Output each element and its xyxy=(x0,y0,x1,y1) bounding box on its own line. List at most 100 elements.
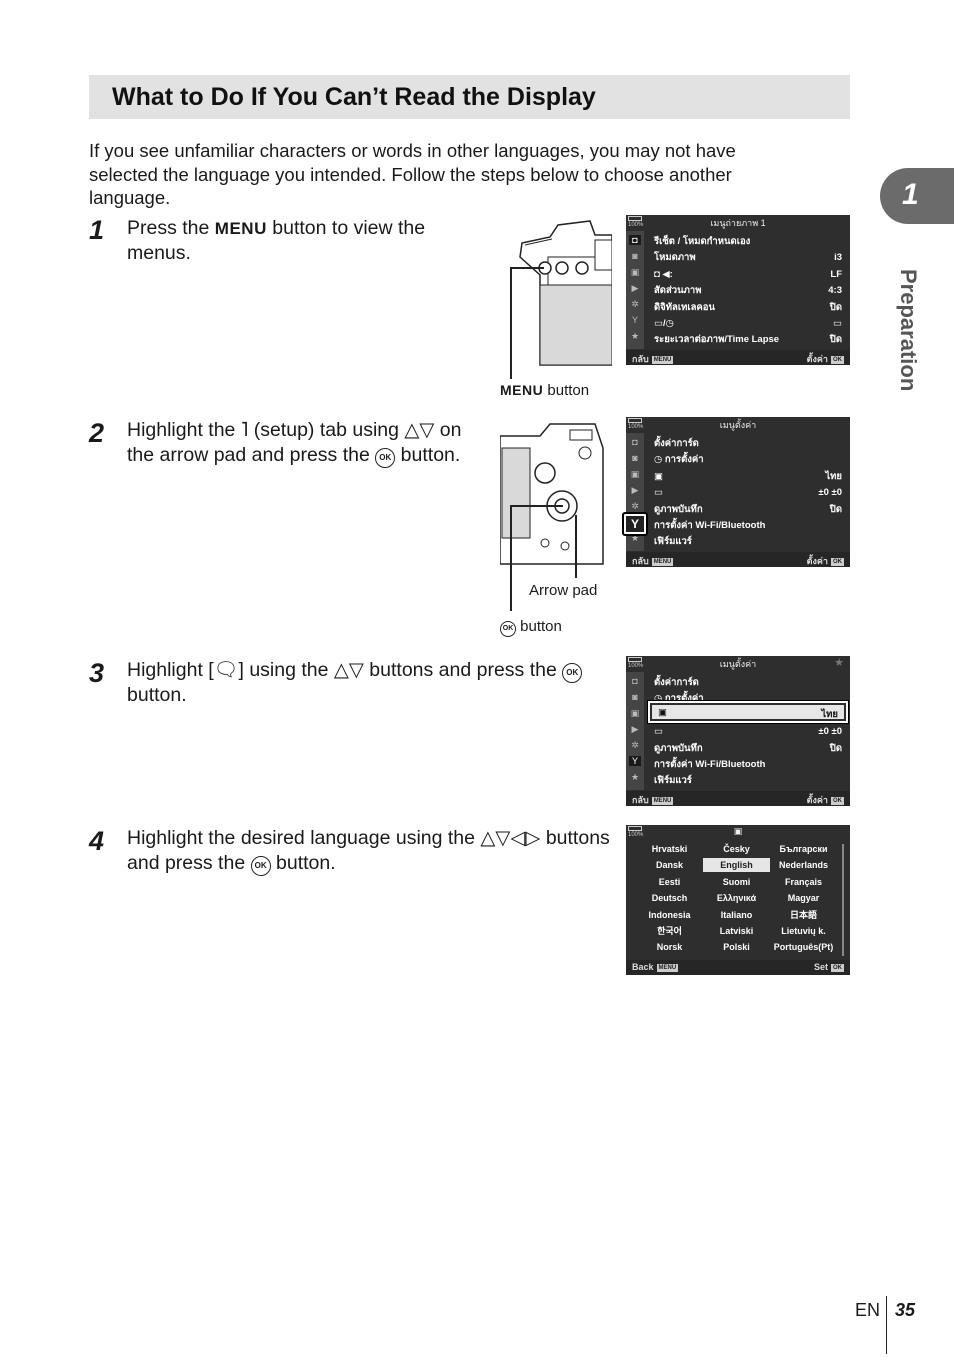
language-option[interactable]: Suomi xyxy=(722,876,751,887)
gear-icon: ✲ xyxy=(631,740,639,750)
callout-ok-icon: OK xyxy=(500,621,516,637)
ok-button-callout: OK button xyxy=(500,618,562,637)
step-4-post: button. xyxy=(270,852,336,874)
battery-icon xyxy=(628,826,642,831)
menu-tab-column: ◘ ◙ ▣ ▶ ✲ Y ★ xyxy=(626,672,644,790)
step-number-2: 2 xyxy=(89,418,105,448)
camera-icon: ◘ xyxy=(632,676,638,686)
gear-icon: ✲ xyxy=(631,501,639,511)
language-option[interactable]: Deutsch xyxy=(651,893,688,904)
star-icon: ★ xyxy=(630,533,640,543)
battery-icon xyxy=(628,216,642,221)
battery-icon xyxy=(628,657,642,662)
language-option[interactable]: English xyxy=(703,858,770,873)
menu-rows: ตั้งค่าการ์ด ◷ การตั้งค่า ▣ไทย ▭±0 ±0 ดู… xyxy=(654,436,844,551)
camera-top-illustration xyxy=(519,220,612,366)
language-option[interactable]: Ελληνικά xyxy=(716,893,757,904)
gear-icon: ✲ xyxy=(631,299,639,309)
chapter-number: 1 xyxy=(902,178,919,211)
battery-level: 100% xyxy=(628,424,644,430)
menu-row: การตั้งค่า Wi-Fi/Bluetooth xyxy=(654,519,766,531)
language-option[interactable]: Česky xyxy=(723,844,750,854)
language-row-highlight: ▣ ไทย xyxy=(647,700,849,724)
star-icon: ★ xyxy=(630,331,640,341)
menu-row: ▭±0 ±0 xyxy=(654,487,842,499)
video-icon: ▣ xyxy=(630,267,640,277)
wrench-icon: ˥ xyxy=(240,419,249,441)
menu-row: ดูภาพบันทึกปิด xyxy=(654,503,842,515)
star-icon: ★ xyxy=(630,772,640,782)
battery-level: 100% xyxy=(628,663,644,669)
menu-row: รีเซ็ต / โหมดกำหนดเอง xyxy=(654,236,751,247)
video-icon: ▣ xyxy=(630,708,640,718)
step-2-mid: (setup) tab using △▽ on the arrow pad an… xyxy=(127,419,462,466)
screen-title: เมนูตั้งค่า xyxy=(719,420,757,430)
language-option[interactable]: Polski xyxy=(723,942,750,953)
language-icon: ▣ xyxy=(658,707,667,718)
ok-icon: OK xyxy=(562,663,583,683)
callout-menu-text: button xyxy=(543,382,590,399)
chapter-label: Preparation xyxy=(896,269,921,392)
step-text-2: Highlight the ˥ (setup) tab using △▽ on … xyxy=(127,418,492,468)
language-option[interactable]: Dansk xyxy=(655,860,683,871)
step-1-post: button to view the menus. xyxy=(127,217,426,264)
menu-row: ◷ การตั้งค่า xyxy=(654,693,704,705)
language-option[interactable]: Latviski xyxy=(719,926,754,936)
screen-title: เมนูถ่ายภาพ 1 xyxy=(710,218,766,228)
language-option[interactable]: 日本語 xyxy=(789,909,817,920)
language-option[interactable]: Français xyxy=(784,876,823,887)
step-text-3: Highlight [🗨] using the △▽ buttons and p… xyxy=(127,658,607,708)
camera-icon: ◘ xyxy=(629,235,641,245)
language-option[interactable]: Português(Pt) xyxy=(773,942,834,953)
language-option[interactable]: Lietuvių k. xyxy=(781,926,826,936)
screen-shooting-menu: 100% เมนูถ่ายภาพ 1 ◘ ◙ ▣ ▶ ✲ Y ★ รีเซ็ต … xyxy=(626,215,850,365)
ok-icon: OK xyxy=(250,856,271,876)
setup-tab-highlight: Y xyxy=(622,512,648,536)
video-icon: ▣ xyxy=(630,469,640,479)
language-option[interactable]: Norsk xyxy=(656,942,683,953)
camera2-icon: ◙ xyxy=(632,692,638,702)
wrench-icon: Y xyxy=(629,756,641,766)
language-value: ไทย xyxy=(821,709,838,720)
footer-language: EN xyxy=(855,1300,881,1320)
screen-setup-menu: 100% เมนูตั้งค่า ◘ ◙ ▣ ▶ ✲ ★ Y ตั้งค่ากา… xyxy=(622,417,850,567)
language-option[interactable]: Magyar xyxy=(787,893,820,904)
screen-header: 100% เมนูถ่ายภาพ 1 xyxy=(626,215,850,230)
language-option[interactable]: Indonesia xyxy=(648,909,691,920)
arrow-leader-v xyxy=(575,515,577,578)
language-option[interactable]: 한국어 xyxy=(657,926,682,936)
menu-row: ◘ ◀:LF xyxy=(654,268,842,280)
star-icon: ★ xyxy=(834,657,844,669)
language-option[interactable]: Български xyxy=(779,844,828,854)
language-option[interactable]: Nederlands xyxy=(778,860,829,871)
language-option[interactable]: Hrvatski xyxy=(651,844,688,854)
section-title: What to Do If You Can’t Read the Display xyxy=(112,83,596,111)
menu-rows: ตั้งค่าการ์ด ◷ การตั้งค่า ▭±0 ±0 ดูภาพบั… xyxy=(654,675,844,790)
arrow-pad-callout: Arrow pad xyxy=(529,582,598,599)
battery-icon xyxy=(628,418,642,423)
menu-tab-column: ◘ ◙ ▣ ▶ ✲ Y ★ xyxy=(626,231,644,349)
step-number-1: 1 xyxy=(89,215,105,245)
camera-icon: ◘ xyxy=(632,437,638,447)
menu-row: ◷ การตั้งค่า xyxy=(654,454,704,466)
language-option[interactable]: Italiano xyxy=(720,909,753,920)
step-number-4: 4 xyxy=(89,826,105,856)
language-option[interactable]: Eesti xyxy=(658,876,681,887)
callout-ok-text: button xyxy=(516,618,562,635)
footer-divider xyxy=(886,1296,887,1354)
screen-language-item: 100% เมนูตั้งค่า ★ ◘ ◙ ▣ ▶ ✲ Y ★ ตั้งค่า… xyxy=(626,656,850,806)
page-number: 35 xyxy=(895,1300,916,1320)
menu-button-callout: MENU button xyxy=(500,382,589,399)
chapter-tab: 1 xyxy=(880,168,954,224)
